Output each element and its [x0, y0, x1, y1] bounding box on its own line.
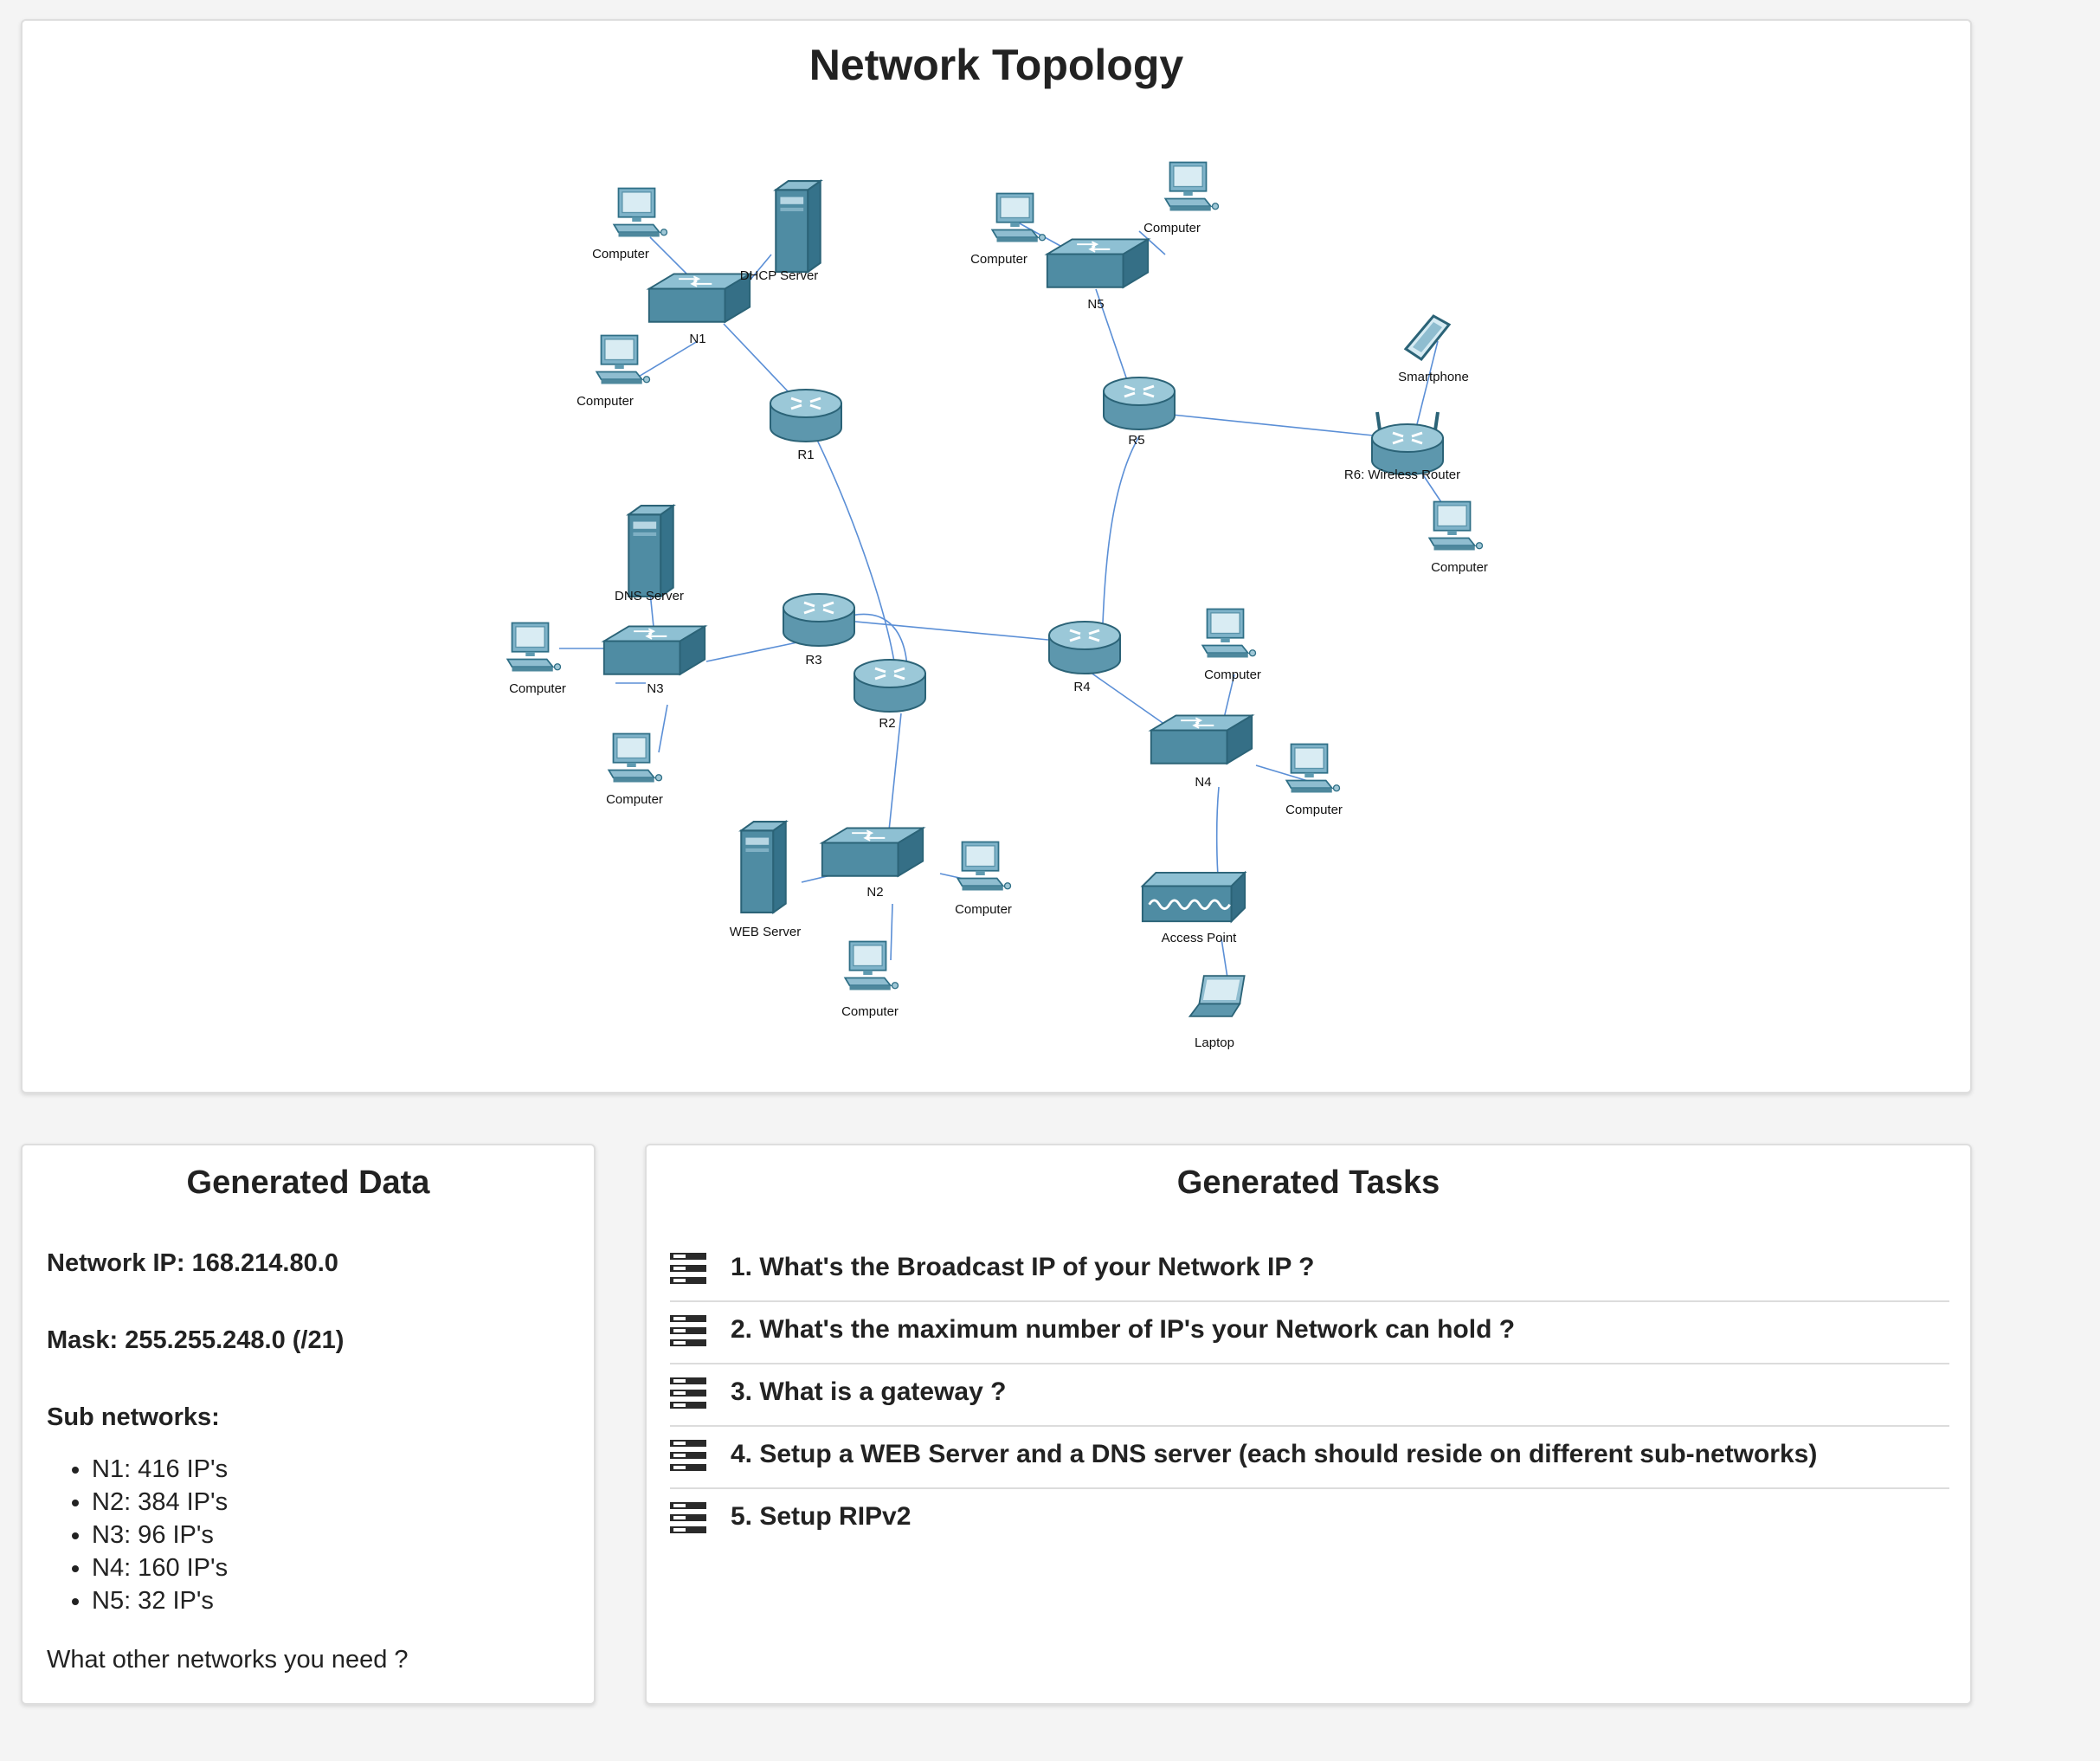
label-r3: R3 [805, 653, 821, 668]
network-mask: Mask: 255.255.248.0 (/21) [47, 1326, 345, 1354]
router-r4-icon[interactable] [1047, 620, 1122, 675]
subnet-item: N4: 160 IP's [92, 1551, 228, 1584]
closing-question: What other networks you need ? [47, 1646, 409, 1674]
network-diagram: Computer DHCP Server N1 Computer R1 Comp… [506, 161, 1488, 1050]
router-r1-icon[interactable] [769, 388, 843, 443]
computer-icon[interactable] [844, 940, 899, 991]
server-stack-icon [670, 1315, 706, 1346]
task-list: 1. What's the Broadcast IP of your Netwo… [670, 1241, 1949, 1551]
label-r2: R2 [879, 716, 895, 731]
topology-title: Network Topology [808, 41, 1184, 89]
computer-icon[interactable] [1285, 743, 1341, 794]
label-laptop: Laptop [1195, 1035, 1234, 1050]
wireless-router-icon[interactable] [1370, 410, 1445, 476]
switch-n5-icon[interactable] [1046, 238, 1150, 288]
computer-icon[interactable] [991, 192, 1047, 243]
dhcp-server-icon[interactable] [775, 179, 821, 274]
label-computer: Computer [1431, 560, 1488, 575]
access-point-icon[interactable] [1141, 871, 1246, 923]
laptop-icon[interactable] [1188, 975, 1246, 1017]
label-access-point: Access Point [1162, 931, 1238, 945]
web-server-icon[interactable] [740, 820, 787, 914]
task-item[interactable]: 4. Setup a WEB Server and a DNS server (… [670, 1428, 1949, 1489]
label-n2: N2 [866, 885, 883, 900]
label-n3: N3 [647, 681, 663, 696]
task-item[interactable]: 3. What is a gateway ? [670, 1365, 1949, 1427]
task-item[interactable]: 2. What's the maximum number of IP's you… [670, 1303, 1949, 1364]
label-dns-server: DNS Server [615, 589, 684, 603]
label-computer: Computer [841, 1004, 899, 1019]
generated-data-card: Generated Data Network IP: 168.214.80.0 … [21, 1144, 596, 1705]
label-n4: N4 [1195, 775, 1211, 790]
computer-icon[interactable] [596, 334, 651, 385]
label-computer: Computer [606, 792, 663, 807]
label-computer: Computer [955, 902, 1012, 917]
switch-n4-icon[interactable] [1150, 714, 1253, 764]
task-text: 4. Setup a WEB Server and a DNS server (… [731, 1440, 1818, 1468]
dns-server-icon[interactable] [628, 504, 674, 598]
label-computer: Computer [1285, 803, 1343, 817]
generated-tasks-title: Generated Tasks [1176, 1164, 1440, 1201]
server-stack-icon [670, 1377, 706, 1409]
generated-tasks-card: Generated Tasks 1. What's the Broadcast … [645, 1144, 1972, 1705]
label-r5: R5 [1128, 433, 1144, 448]
network-ip: Network IP: 168.214.80.0 [47, 1249, 338, 1277]
task-text: 1. What's the Broadcast IP of your Netwo… [731, 1253, 1315, 1281]
label-r6-wireless-router: R6: Wireless Router [1344, 468, 1460, 482]
label-computer: Computer [1143, 221, 1201, 235]
subnet-item: N3: 96 IP's [92, 1519, 228, 1551]
switch-n3-icon[interactable] [602, 625, 706, 675]
computer-icon[interactable] [1428, 500, 1484, 552]
task-text: 5. Setup RIPv2 [731, 1502, 912, 1531]
computer-icon[interactable] [506, 622, 562, 673]
router-r5-icon[interactable] [1102, 376, 1176, 431]
server-stack-icon [670, 1502, 706, 1533]
switch-n1-icon[interactable] [647, 273, 751, 323]
label-r1: R1 [797, 448, 814, 462]
generated-data-title: Generated Data [186, 1164, 430, 1201]
topology-card: Network Topology [21, 19, 1972, 1093]
label-computer: Computer [509, 681, 566, 696]
label-n5: N5 [1087, 297, 1104, 312]
computer-icon[interactable] [1164, 161, 1220, 212]
task-item[interactable]: 1. What's the Broadcast IP of your Netwo… [670, 1241, 1949, 1302]
server-stack-icon [670, 1440, 706, 1471]
switch-n2-icon[interactable] [821, 827, 924, 877]
label-computer: Computer [592, 247, 649, 261]
router-r3-icon[interactable] [782, 592, 856, 648]
computer-icon[interactable] [1201, 608, 1257, 659]
label-computer: Computer [577, 394, 634, 409]
task-item[interactable]: 5. Setup RIPv2 [670, 1490, 1949, 1550]
label-dhcp-server: DHCP Server [740, 268, 819, 283]
computer-icon[interactable] [957, 841, 1012, 892]
task-text: 3. What is a gateway ? [731, 1377, 1007, 1406]
label-computer: Computer [1204, 668, 1261, 682]
computer-icon[interactable] [608, 732, 663, 784]
device-labels: Computer DHCP Server N1 Computer R1 Comp… [509, 221, 1488, 1050]
router-r2-icon[interactable] [853, 658, 927, 713]
server-stack-icon [670, 1253, 706, 1284]
label-n1: N1 [689, 332, 705, 346]
computer-icon[interactable] [613, 187, 668, 238]
task-text: 2. What's the maximum number of IP's you… [731, 1315, 1516, 1344]
smartphone-icon[interactable] [1404, 314, 1451, 361]
label-web-server: WEB Server [730, 925, 802, 939]
label-computer: Computer [970, 252, 1027, 267]
label-smartphone: Smartphone [1398, 370, 1469, 384]
subnet-list: N1: 416 IP's N2: 384 IP's N3: 96 IP's N4… [47, 1453, 228, 1617]
subnet-item: N2: 384 IP's [92, 1486, 228, 1519]
label-r4: R4 [1073, 680, 1090, 694]
subnet-item: N1: 416 IP's [92, 1453, 228, 1486]
subnet-item: N5: 32 IP's [92, 1584, 228, 1617]
subnets-heading: Sub networks: [47, 1403, 220, 1431]
